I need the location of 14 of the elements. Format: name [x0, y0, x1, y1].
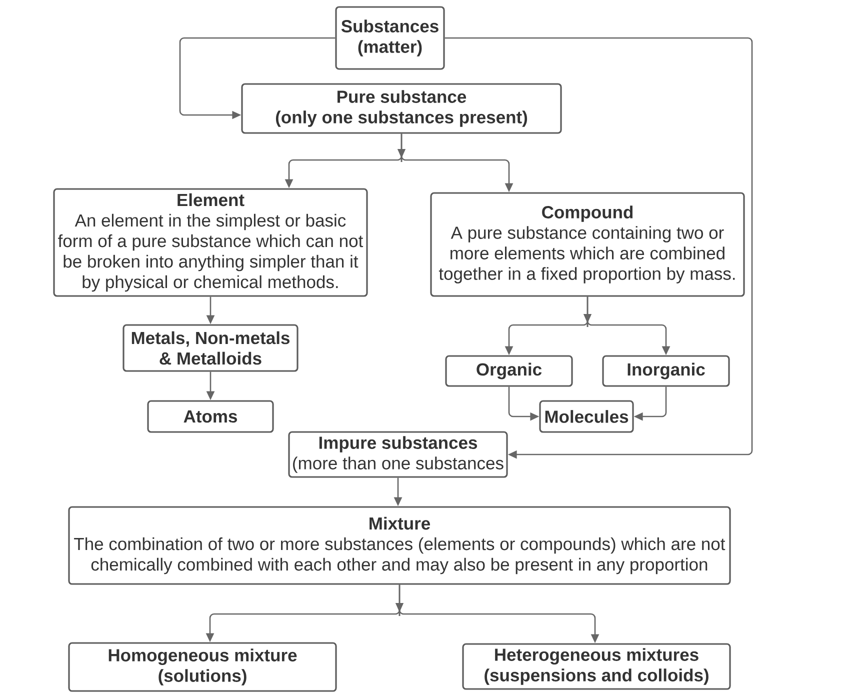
definition-box: Mixture The combination of two or more substances (elements or compounds) which are not chemically combined with each other and may also be present in any proportion: [68, 506, 731, 585]
concept-box: Metals, Non-metals & Metalloids: [122, 324, 298, 372]
definition-box: Element An element in the simplest or basic form of a pure substance which can not be broken into anything simpler than it by physical or chemical methods.: [53, 188, 368, 297]
concept-box: Atoms: [147, 400, 274, 433]
concept-box: Homogeneous mixture (solutions): [68, 642, 337, 692]
concept-box: Molecules: [539, 400, 634, 433]
concept-box: Substances (matter): [335, 6, 445, 70]
concept-box: Impure substances (more than one substances: [288, 431, 508, 478]
arrow: [444, 37, 753, 459]
concept-box: Pure substance (only one substances present): [241, 83, 562, 134]
concept-box: Heterogeneous mixtures (suspensions and colloids): [462, 643, 731, 690]
concept-box: Inorganic: [602, 355, 730, 387]
concept-box: Organic: [445, 355, 573, 387]
definition-box: Compound A pure substance containing two or more elements which are combined together in a fixed proportion by mass.: [430, 192, 745, 297]
